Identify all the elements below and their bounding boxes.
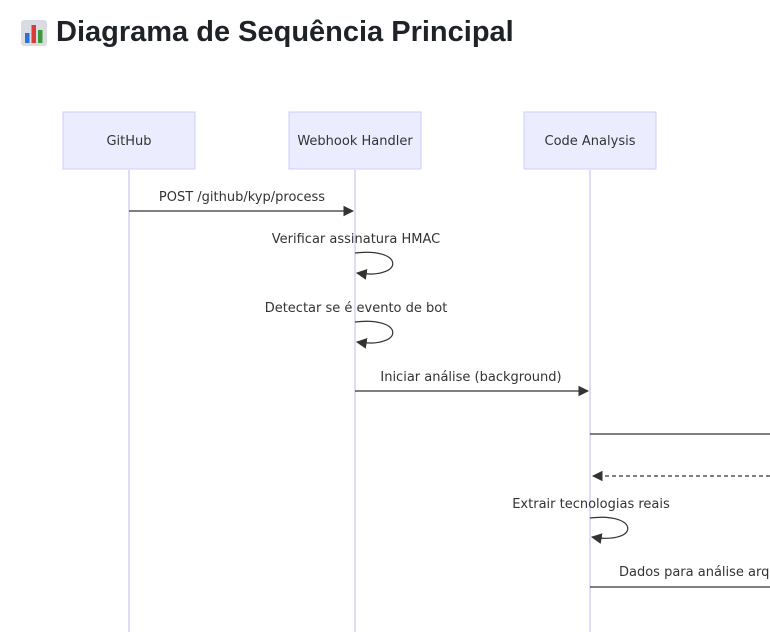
self-loop-extract-tech	[589, 516, 629, 544]
message-label-post-process: POST /github/kyp/process	[159, 190, 325, 205]
self-loop-detect-bot	[354, 320, 394, 349]
actor-github-label: GitHub	[106, 134, 151, 149]
actor-code-analysis[interactable]: Code Analysis	[523, 111, 657, 170]
message-label-analysis-data: Dados para análise arqu	[619, 565, 770, 580]
page-title-text: Diagrama de Sequência Principal	[56, 16, 514, 48]
message-label-verify-hmac: Verificar assinatura HMAC	[272, 232, 440, 247]
self-loop-verify-hmac	[354, 251, 394, 280]
actor-webhook-handler-label: Webhook Handler	[297, 134, 413, 149]
actor-code-analysis-label: Code Analysis	[545, 134, 636, 149]
bar-chart-icon	[21, 19, 47, 46]
message-label-start-analysis: Iniciar análise (background)	[380, 370, 561, 385]
message-label-extract-tech: Extrair tecnologias reais	[512, 497, 670, 512]
message-label-detect-bot: Detectar se é evento de bot	[265, 301, 448, 316]
page-title: Diagrama de Sequência Principal	[20, 16, 514, 49]
actor-github[interactable]: GitHub	[62, 111, 196, 170]
actor-webhook-handler[interactable]: Webhook Handler	[288, 111, 422, 170]
